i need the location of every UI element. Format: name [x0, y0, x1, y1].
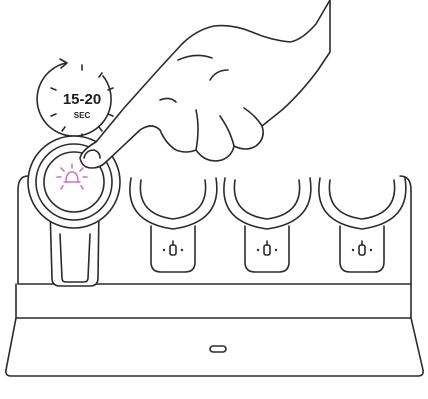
charging-bay-4: [318, 177, 407, 273]
light-burst-icon: [56, 163, 88, 190]
stopwatch-icon: 15-20 SEC: [36, 58, 114, 140]
connector-icon: [162, 240, 184, 256]
charger-base: [5, 175, 424, 377]
connector-icon: [256, 240, 278, 256]
status-slot: [209, 345, 227, 353]
charging-bay-2: [129, 177, 218, 273]
pointing-hand: [79, 0, 331, 169]
timer-duration-label: 15-20: [63, 91, 101, 108]
charging-bay-3: [223, 177, 312, 273]
timer-unit-label: SEC: [74, 111, 91, 120]
connector-icon: [351, 240, 373, 256]
